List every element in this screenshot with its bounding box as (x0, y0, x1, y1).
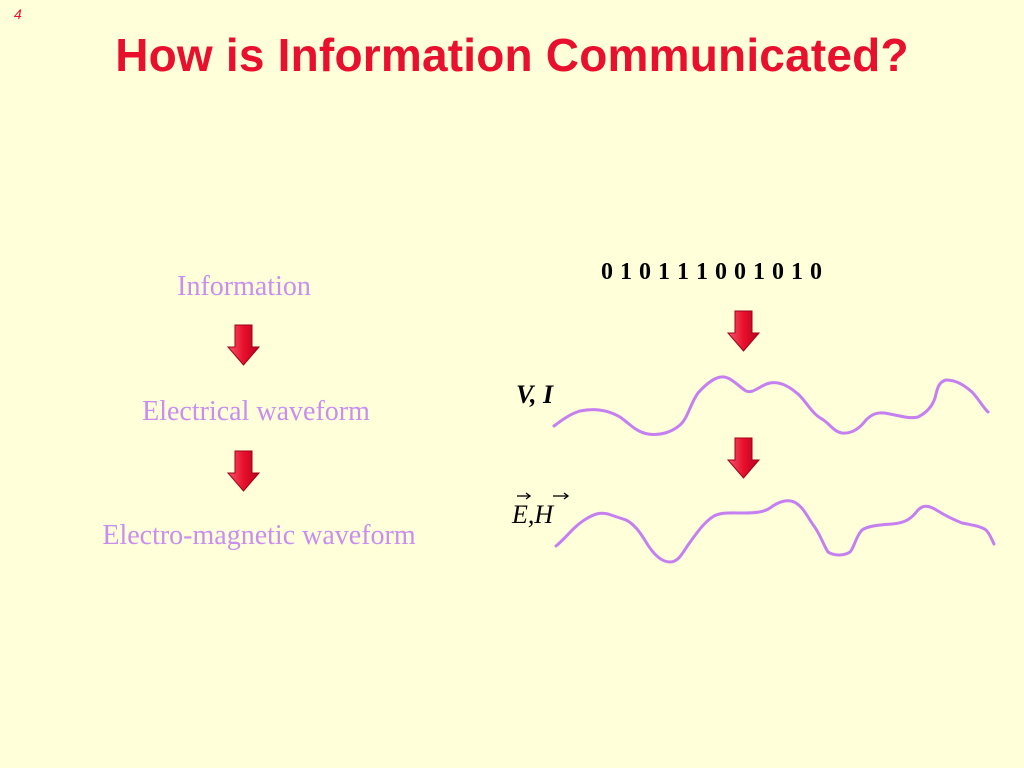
down-arrow-icon (726, 437, 761, 479)
label-electrical-waveform: Electrical waveform (142, 396, 370, 427)
eh-label: E,H (512, 500, 553, 530)
electrical-waveform-line (552, 375, 990, 436)
slide-title: How is Information Communicated? (115, 29, 909, 81)
eh-label-text: E,H (512, 500, 554, 529)
down-arrow-icon (226, 450, 261, 492)
slide-number: 4 (14, 6, 22, 22)
vector-arrow-marks (517, 492, 570, 500)
label-information: Information (177, 271, 311, 302)
electromagnetic-waveform-line (554, 499, 996, 564)
bit-sequence: 0 1 0 1 1 1 0 0 1 0 1 0 (601, 259, 823, 285)
down-arrow-icon (226, 324, 261, 366)
down-arrow-icon (726, 310, 761, 352)
vi-label: V, I (516, 380, 554, 409)
label-electromagnetic-waveform: Electro-magnetic waveform (102, 520, 416, 551)
